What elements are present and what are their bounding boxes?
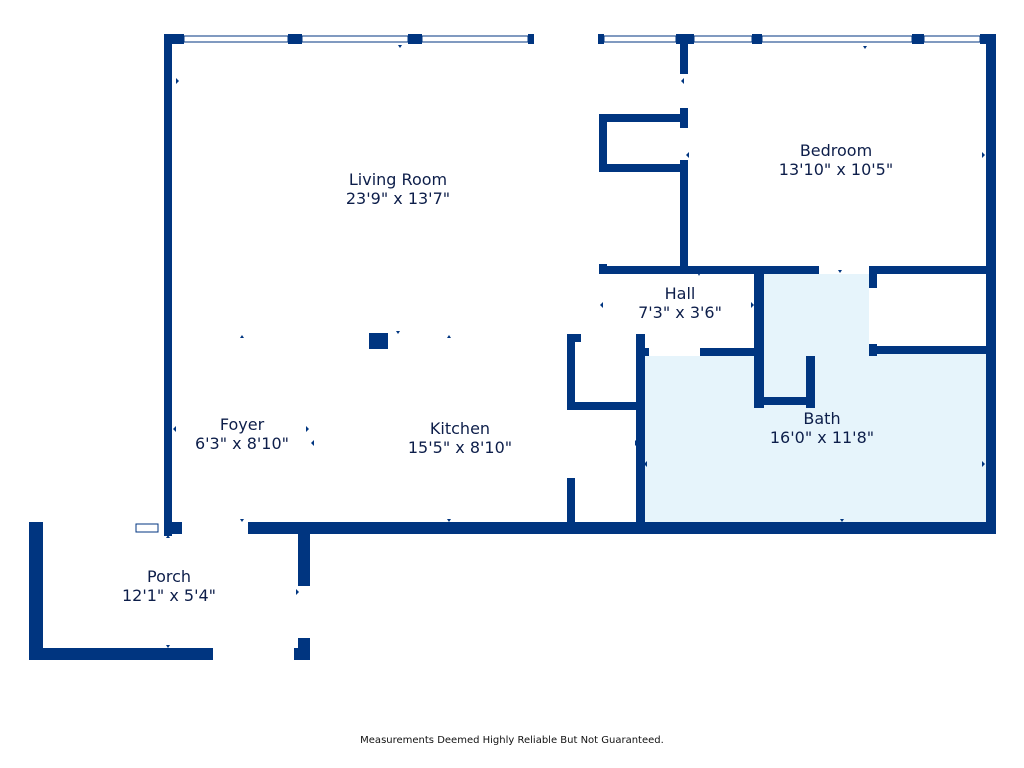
hall-name: Hall [665, 284, 696, 303]
bath-dims: 16'0" x 11'8" [770, 428, 874, 447]
disclaimer-text: Measurements Deemed Highly Reliable But … [360, 735, 664, 746]
room-labels: Living Room 23'9" x 13'7" Bedroom 13'10"… [122, 141, 893, 605]
porch-name: Porch [147, 567, 191, 586]
porch-dims: 12'1" x 5'4" [122, 586, 216, 605]
bath-name: Bath [803, 409, 840, 428]
hall-dims: 7'3" x 3'6" [638, 303, 722, 322]
foyer-name: Foyer [220, 415, 265, 434]
dimension-markers [39, 45, 985, 648]
kitchen-dims: 15'5" x 8'10" [408, 438, 512, 457]
bedroom-dims: 13'10" x 10'5" [779, 160, 893, 179]
living-room-dims: 23'9" x 13'7" [346, 189, 450, 208]
bath-floor [644, 274, 988, 522]
foyer-dims: 6'3" x 8'10" [195, 434, 289, 453]
windows [135, 35, 981, 533]
walls [29, 34, 996, 660]
bedroom-name: Bedroom [800, 141, 872, 160]
kitchen-name: Kitchen [430, 419, 490, 438]
living-room-name: Living Room [349, 170, 447, 189]
